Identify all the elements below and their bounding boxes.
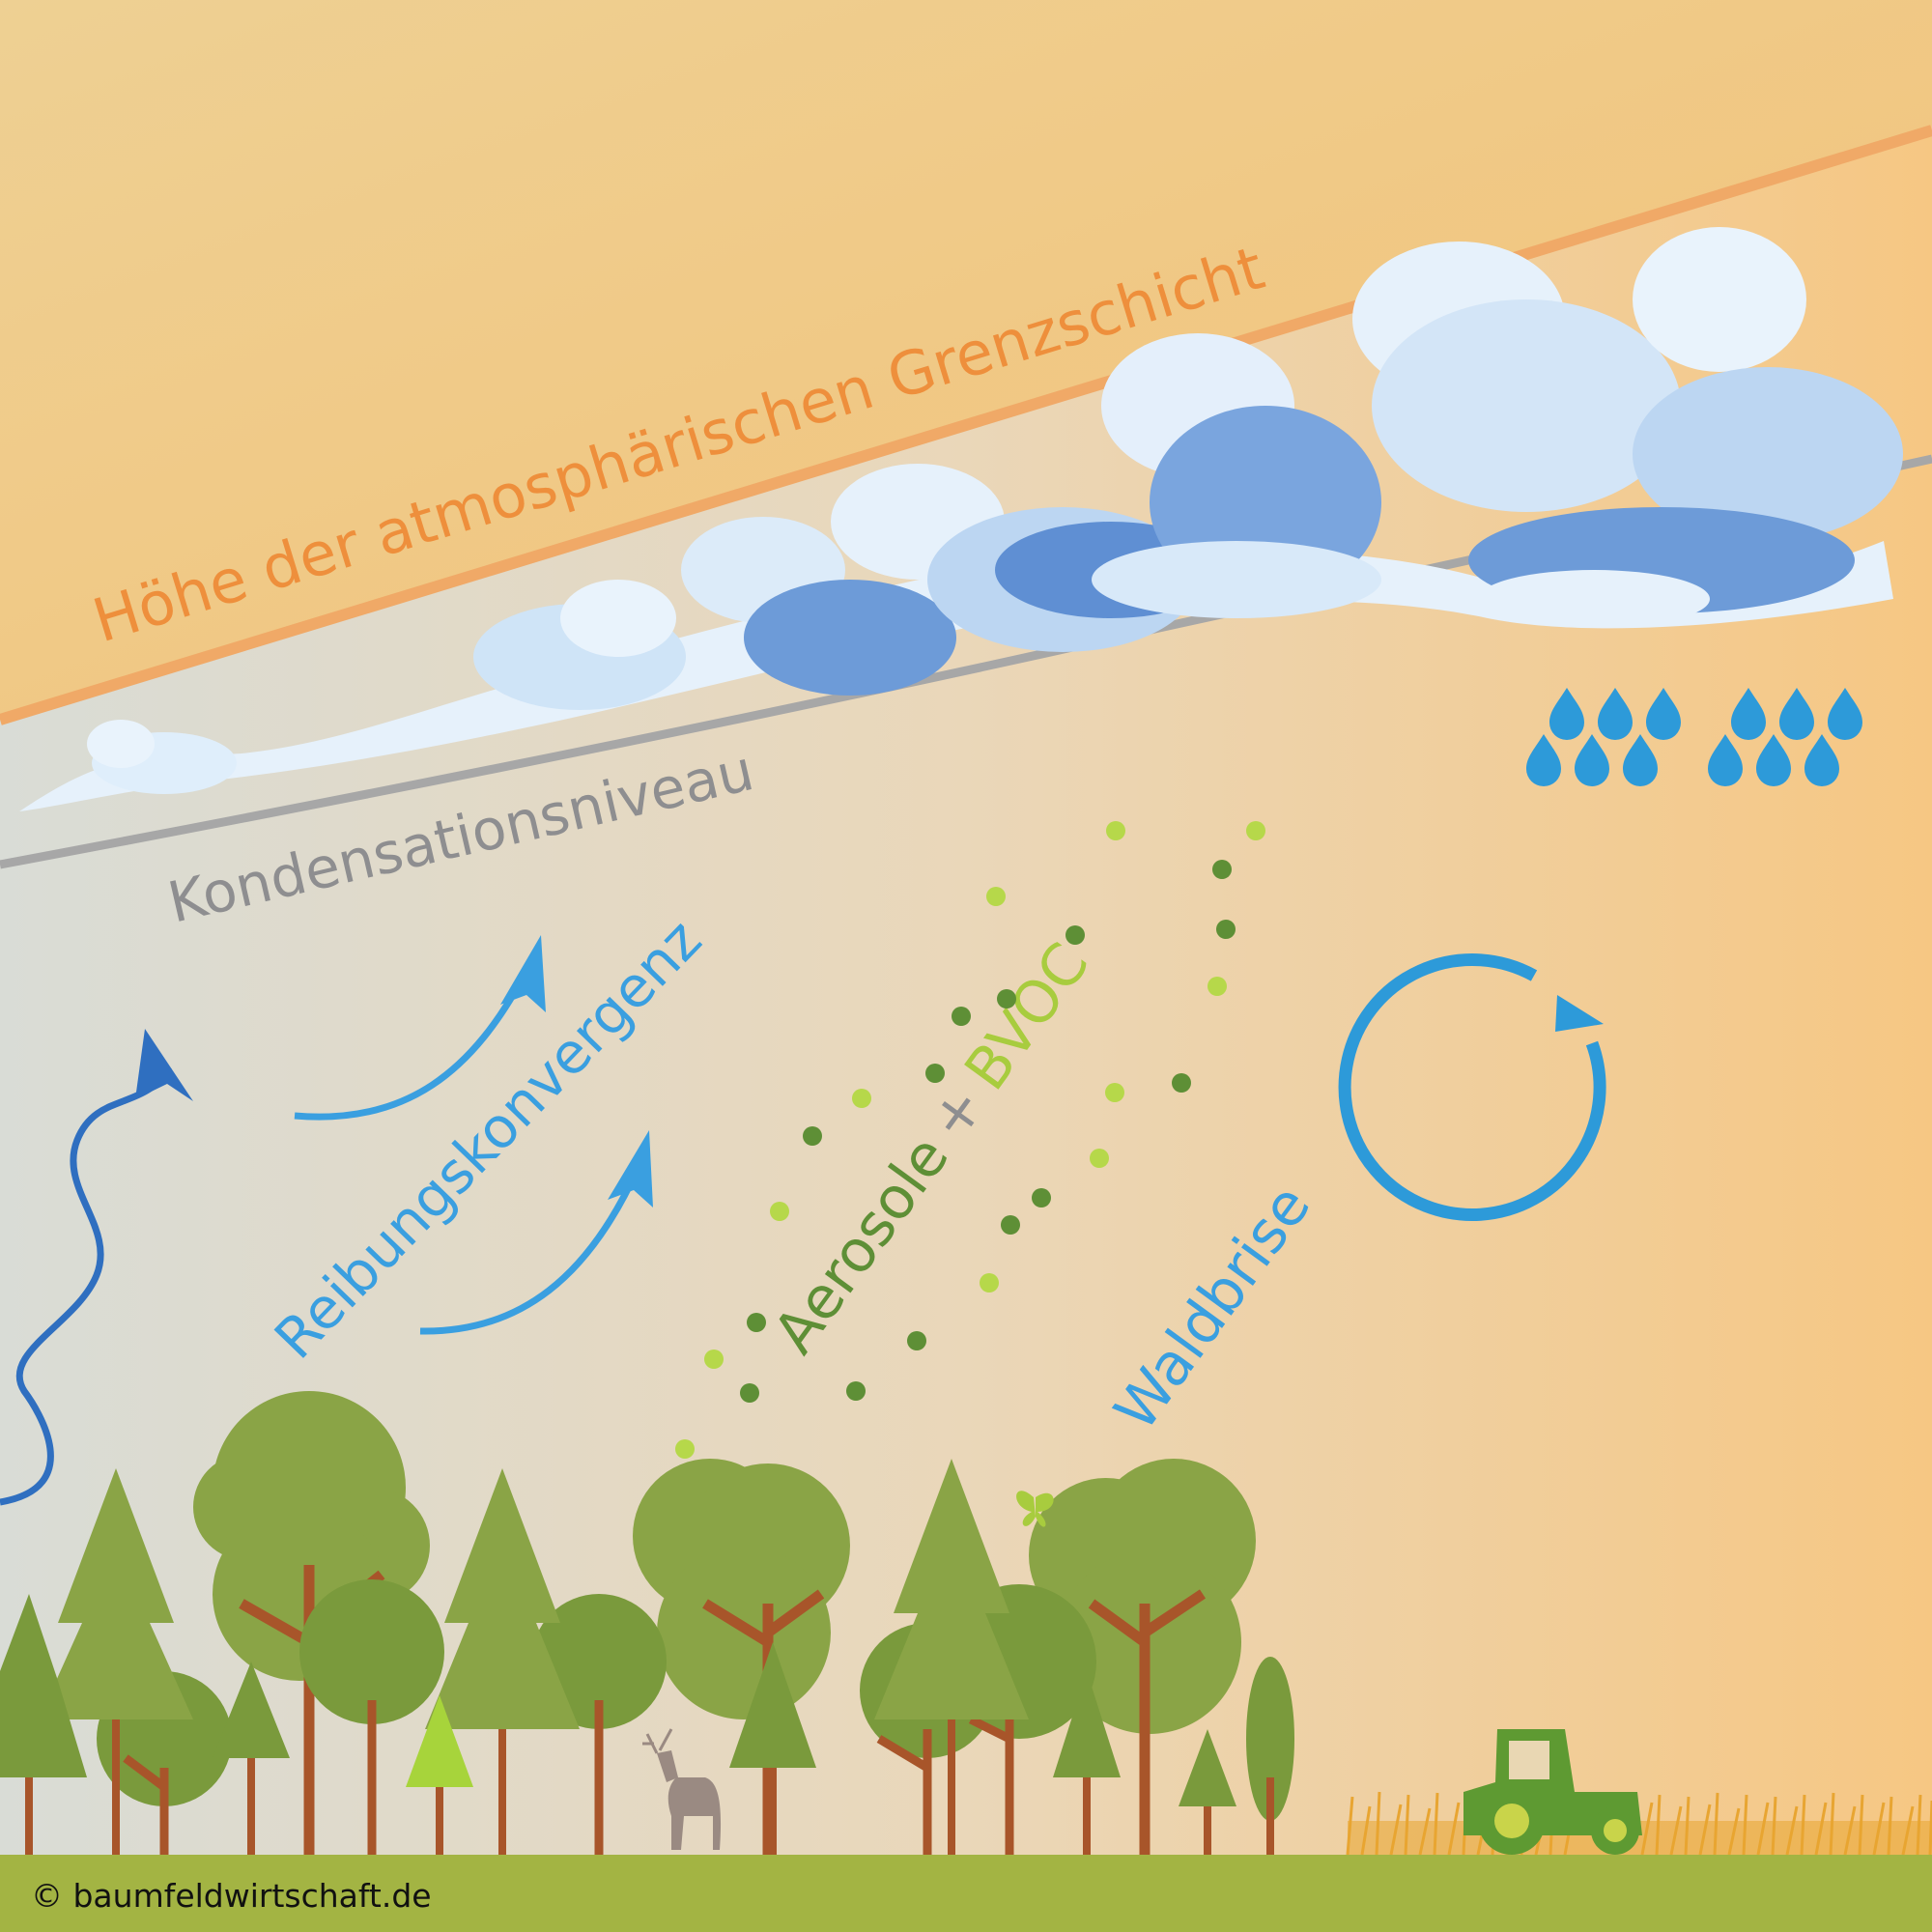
butterfly-icon (1016, 1491, 1054, 1527)
ground (0, 1855, 1932, 1932)
cloud-icon (19, 227, 1903, 811)
upper-atmosphere-bg (0, 0, 1932, 715)
swirl-arrow-icon (1338, 952, 1606, 1221)
friction-arrowhead-icon (500, 935, 653, 1208)
friction-arrow-icon (294, 969, 641, 1335)
tractor-icon (1463, 1729, 1642, 1855)
copyright-credit: © baumfeldwirtschaft.de (31, 1877, 432, 1915)
boundary-layer-line (0, 125, 1932, 725)
convection-arrow-icon (0, 1029, 193, 1506)
deer-icon (642, 1728, 722, 1850)
particle-dots (675, 821, 1265, 1459)
tree-icon (0, 1391, 1294, 1855)
